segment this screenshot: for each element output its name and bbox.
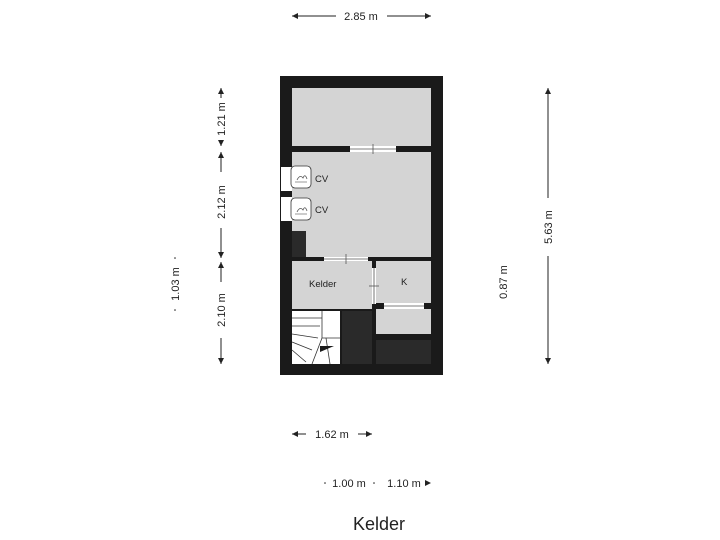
dimension-label-bottom-left: 1.00 m bbox=[332, 478, 366, 490]
cv-label-bottom: CV bbox=[315, 205, 329, 216]
dimension-bottom-chain bbox=[324, 480, 431, 486]
dimension-label-right-inner: 0.87 m bbox=[498, 265, 510, 299]
room-cv bbox=[292, 152, 431, 257]
room-small-storage bbox=[376, 309, 431, 334]
cv-label-top: CV bbox=[315, 174, 329, 185]
dimension-label-left-middle: 2.12 m bbox=[216, 185, 228, 219]
dark-block-cv bbox=[292, 231, 306, 257]
dimension-top-width bbox=[292, 13, 431, 19]
dimension-label-top-width: 2.85 m bbox=[344, 11, 378, 23]
door-openings bbox=[324, 144, 424, 309]
staircase bbox=[291, 311, 340, 365]
cv-boiler-icon bbox=[281, 165, 312, 221]
dimension-label-left-upper: 1.21 m bbox=[216, 102, 228, 136]
floor-title: Kelder bbox=[353, 514, 405, 534]
dark-block-center bbox=[342, 311, 372, 364]
dimension-label-bottom-right: 1.10 m bbox=[387, 478, 421, 490]
dimension-left-outer bbox=[174, 257, 176, 311]
dimension-bottom-width bbox=[292, 431, 372, 437]
dimension-left-chain bbox=[218, 88, 224, 364]
dark-block-right bbox=[376, 340, 431, 364]
room-top bbox=[292, 88, 431, 146]
room-kelder bbox=[292, 261, 372, 309]
dimension-label-left-outer: 1.03 m bbox=[170, 267, 182, 301]
dimension-label-total-height: 5.63 m bbox=[543, 210, 555, 244]
dimension-label-left-lower: 2.10 m bbox=[216, 293, 228, 327]
room-label-k: K bbox=[401, 277, 408, 288]
room-k bbox=[376, 261, 431, 303]
room-label-kelder: Kelder bbox=[309, 279, 336, 290]
dimension-total-height bbox=[545, 88, 551, 364]
dimension-label-bottom-width: 1.62 m bbox=[315, 429, 349, 441]
